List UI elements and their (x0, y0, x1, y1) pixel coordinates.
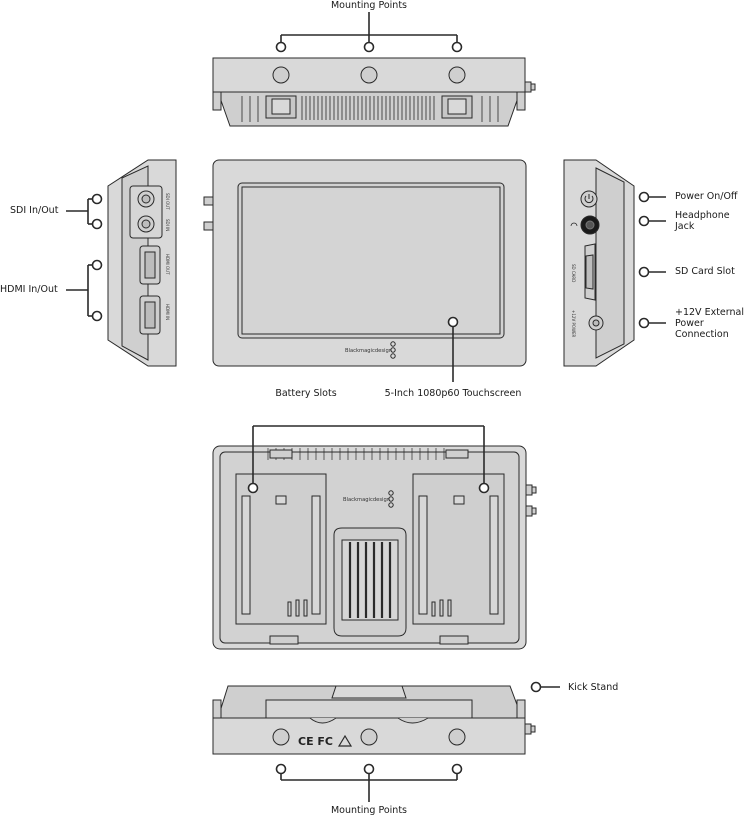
label-touchscreen: 5-Inch 1080p60 Touchscreen (384, 388, 522, 399)
bottom-mount-callout (275, 763, 463, 802)
port-hdmi-out-text: HDMI OUT (165, 254, 170, 275)
label-headphone: Headphone Jack (675, 210, 730, 232)
top-view-base (217, 91, 521, 127)
battery-callout (247, 425, 490, 494)
port-sdi-in-text: SDI IN (165, 219, 170, 231)
back-view: Blackmagicdesign (212, 425, 537, 650)
label-sdi: SDI In/Out (10, 205, 59, 216)
label-external-power: +12V External Power Connection (675, 307, 744, 340)
battery-slot-left (235, 473, 327, 625)
front-view: Blackmagicdesign (203, 159, 527, 382)
port-sdi-out-text: SDI OUT (165, 193, 170, 210)
port-hdmi-in-text: HDMI IN (165, 304, 170, 320)
cert-marks: CE FC (298, 735, 333, 748)
label-sd-card: SD Card Slot (675, 266, 735, 277)
mount-hole-1 (272, 66, 290, 84)
back-brand-logo: Blackmagicdesign (343, 497, 390, 503)
port-power-text: +12V POWER (571, 310, 576, 337)
top-view (212, 12, 536, 127)
hdmi-callout (66, 259, 103, 322)
mount-hole-2 (360, 66, 378, 84)
touchscreen-display (241, 186, 501, 335)
label-power: Power On/Off (675, 191, 738, 202)
label-hdmi: HDMI In/Out (0, 284, 58, 295)
left-side-view: SDI OUT SDI IN HDMI OUT HDMI IN (66, 159, 177, 367)
label-mounting-points-top: Mounting Points (330, 0, 408, 11)
touchscreen-callout (447, 316, 459, 382)
top-vent-grille (301, 96, 435, 120)
label-kick-stand: Kick Stand (568, 682, 619, 693)
right-side-view: SD CARD +12V POWER (563, 159, 666, 367)
front-brand-logo: Blackmagicdesign (345, 348, 392, 354)
kickstand-callout (530, 681, 560, 693)
battery-slot-right (412, 473, 505, 625)
sdi-callout (66, 193, 103, 230)
port-sd-card-text: SD CARD (571, 264, 576, 282)
bottom-view: CE FC (212, 681, 560, 802)
label-mounting-points-bottom: Mounting Points (330, 805, 408, 816)
top-mount-callout (275, 12, 463, 53)
right-callouts (638, 191, 666, 329)
mount-hole-3 (448, 66, 466, 84)
label-battery-slots: Battery Slots (275, 388, 337, 399)
